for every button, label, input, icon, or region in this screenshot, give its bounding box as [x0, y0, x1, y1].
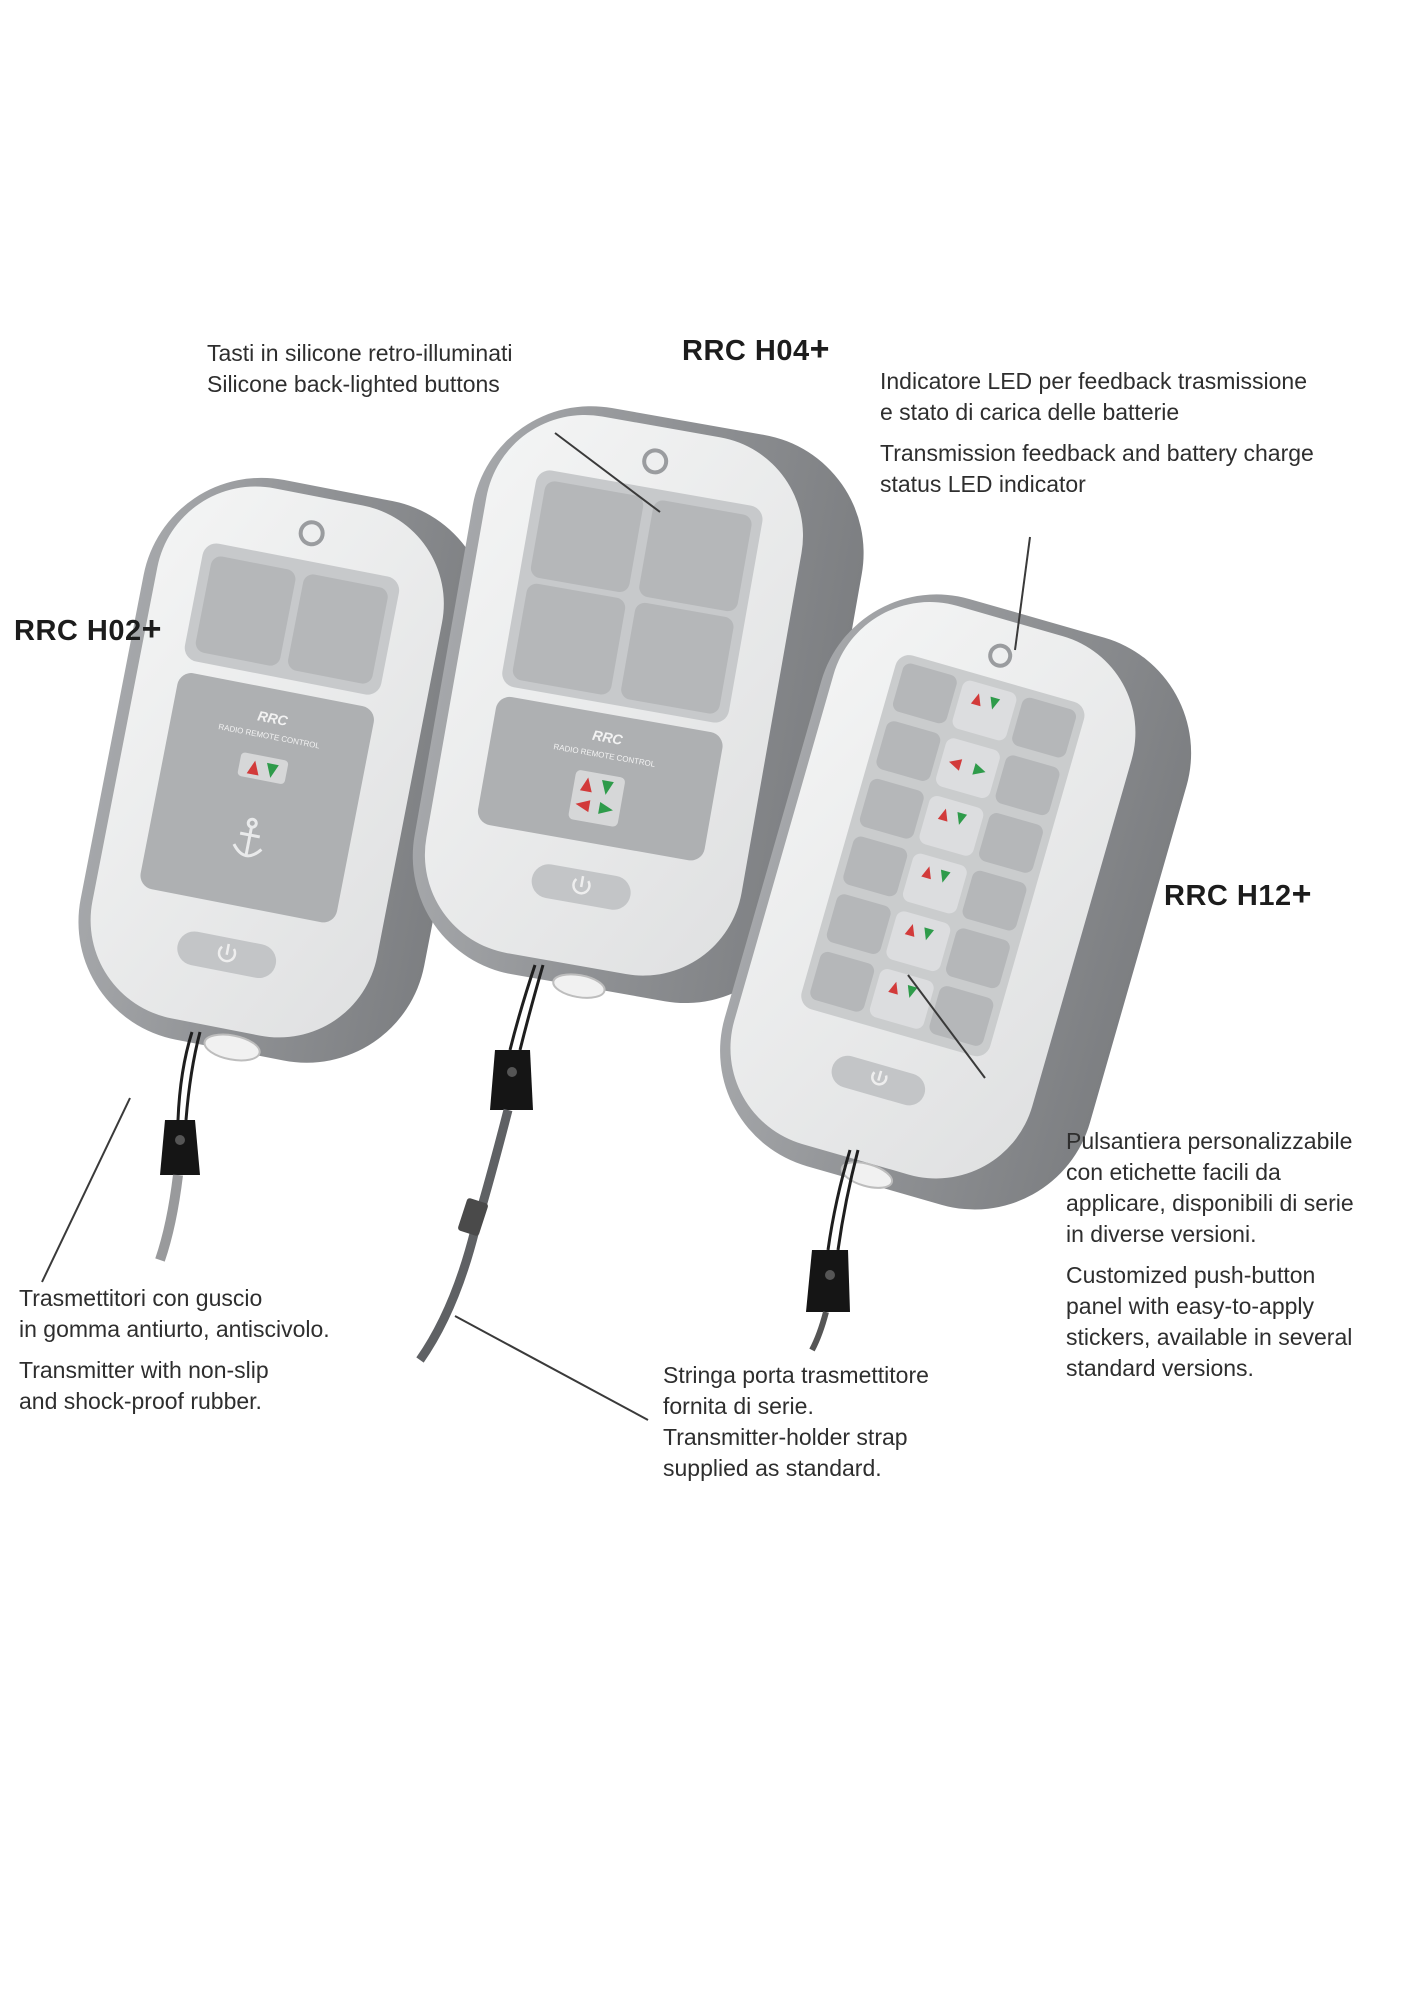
h12-key-grid — [801, 655, 1085, 1057]
plus-icon: + — [1291, 875, 1312, 913]
h04-strap-ring — [552, 973, 606, 999]
callout-shell-it-1: Trasmettitori con guscio — [19, 1285, 263, 1311]
device-h12 — [720, 594, 1192, 1210]
model-title-h12: RRC H12+ — [1164, 875, 1312, 914]
plus-icon: + — [809, 330, 830, 368]
callout-led-it-2: e stato di carica delle batterie — [880, 399, 1180, 425]
h02-strap-ring — [203, 1033, 261, 1062]
callout-panel-it-4: in diverse versioni. — [1066, 1221, 1257, 1247]
callout-panel-it-1: Pulsantiera personalizzabile — [1066, 1128, 1353, 1154]
callout-buttons-en: Silicone back-lighted buttons — [207, 371, 500, 397]
h12-strap — [806, 1149, 860, 1352]
h04-key-3 — [512, 583, 626, 695]
logo-icon — [988, 643, 1013, 668]
arrow-left-icon — [575, 800, 591, 813]
arrow-up-icon — [579, 777, 592, 793]
power-icon — [217, 943, 237, 963]
callout-shell-it-2: in gomma antiurto, antiscivolo. — [19, 1316, 330, 1342]
leader-lines — [41, 432, 1031, 1421]
h02-brand: RRC — [256, 707, 290, 729]
arrow-down-icon — [602, 779, 614, 795]
h04-key-4 — [621, 602, 734, 714]
h02-arrow-key — [237, 752, 289, 784]
h04-key-2 — [639, 500, 752, 612]
arrow-right-icon — [598, 802, 613, 814]
callout-panel-it-3: applicare, disponibili di serie — [1066, 1190, 1354, 1216]
callout-buttons-it: Tasti in silicone retro-illuminati — [207, 340, 513, 366]
anchor-icon — [232, 817, 263, 858]
h02-strap — [155, 1031, 202, 1262]
model-name-h02: RRC H02 — [14, 615, 142, 647]
model-title-h04: RRC H04+ — [682, 330, 830, 369]
callout-led: Indicatore LED per feedback trasmissione… — [880, 366, 1314, 500]
callout-panel: Pulsantiera personalizzabile con etichet… — [1066, 1126, 1354, 1384]
leader-led — [1014, 536, 1031, 651]
callout-buttons: Tasti in silicone retro-illuminati Silic… — [207, 338, 513, 400]
power-icon — [572, 875, 591, 895]
device-h02: RRC RADIO REMOTE CONTROL — [78, 477, 490, 1063]
arrow-down-icon — [267, 762, 279, 778]
h04-brand: RRC — [591, 727, 625, 748]
callout-shell: Trasmettitori con guscio in gomma antiur… — [19, 1283, 330, 1417]
h12-key-symbols — [888, 693, 1001, 998]
callout-strap: Stringa porta trasmettitore fornita di s… — [663, 1360, 929, 1484]
device-h04: RRC RADIO REMOTE CONTROL — [412, 406, 864, 1004]
arrow-up-icon — [246, 760, 259, 776]
callout-led-en-2: status LED indicator — [880, 471, 1086, 497]
callout-strap-it-2: fornita di serie. — [663, 1393, 814, 1419]
plus-icon: + — [141, 610, 162, 648]
h04-key-1 — [530, 481, 644, 593]
model-name-h04: RRC H04 — [682, 335, 810, 367]
leader-panel — [907, 974, 986, 1079]
callout-led-it-1: Indicatore LED per feedback trasmissione — [880, 368, 1307, 394]
leader-buttons — [554, 432, 661, 513]
model-name-h12: RRC H12 — [1164, 880, 1292, 912]
model-title-h02: RRC H02+ — [14, 610, 162, 649]
callout-shell-en-1: Transmitter with non-slip — [19, 1357, 269, 1383]
h02-key-2 — [288, 574, 388, 684]
callout-strap-en-2: supplied as standard. — [663, 1455, 882, 1481]
callout-strap-en-1: Transmitter-holder strap — [663, 1424, 908, 1450]
power-icon — [871, 1070, 888, 1086]
logo-icon — [642, 448, 669, 475]
callout-panel-it-2: con etichette facili da — [1066, 1159, 1281, 1185]
callout-panel-en-2: panel with easy-to-apply — [1066, 1293, 1315, 1319]
leader-shell — [41, 1097, 131, 1283]
callout-panel-en-1: Customized push-button — [1066, 1262, 1316, 1288]
h04-strap — [416, 964, 545, 1363]
leader-strap — [454, 1315, 649, 1421]
callout-panel-en-3: stickers, available in several — [1066, 1324, 1353, 1350]
callout-led-en-1: Transmission feedback and battery charge — [880, 440, 1314, 466]
callout-shell-en-2: and shock-proof rubber. — [19, 1388, 262, 1414]
callout-panel-en-4: standard versions. — [1066, 1355, 1254, 1381]
callout-strap-it-1: Stringa porta trasmettitore — [663, 1362, 929, 1388]
h02-key-1 — [195, 556, 296, 666]
h02-label-panel — [140, 673, 374, 923]
logo-icon — [298, 520, 325, 547]
